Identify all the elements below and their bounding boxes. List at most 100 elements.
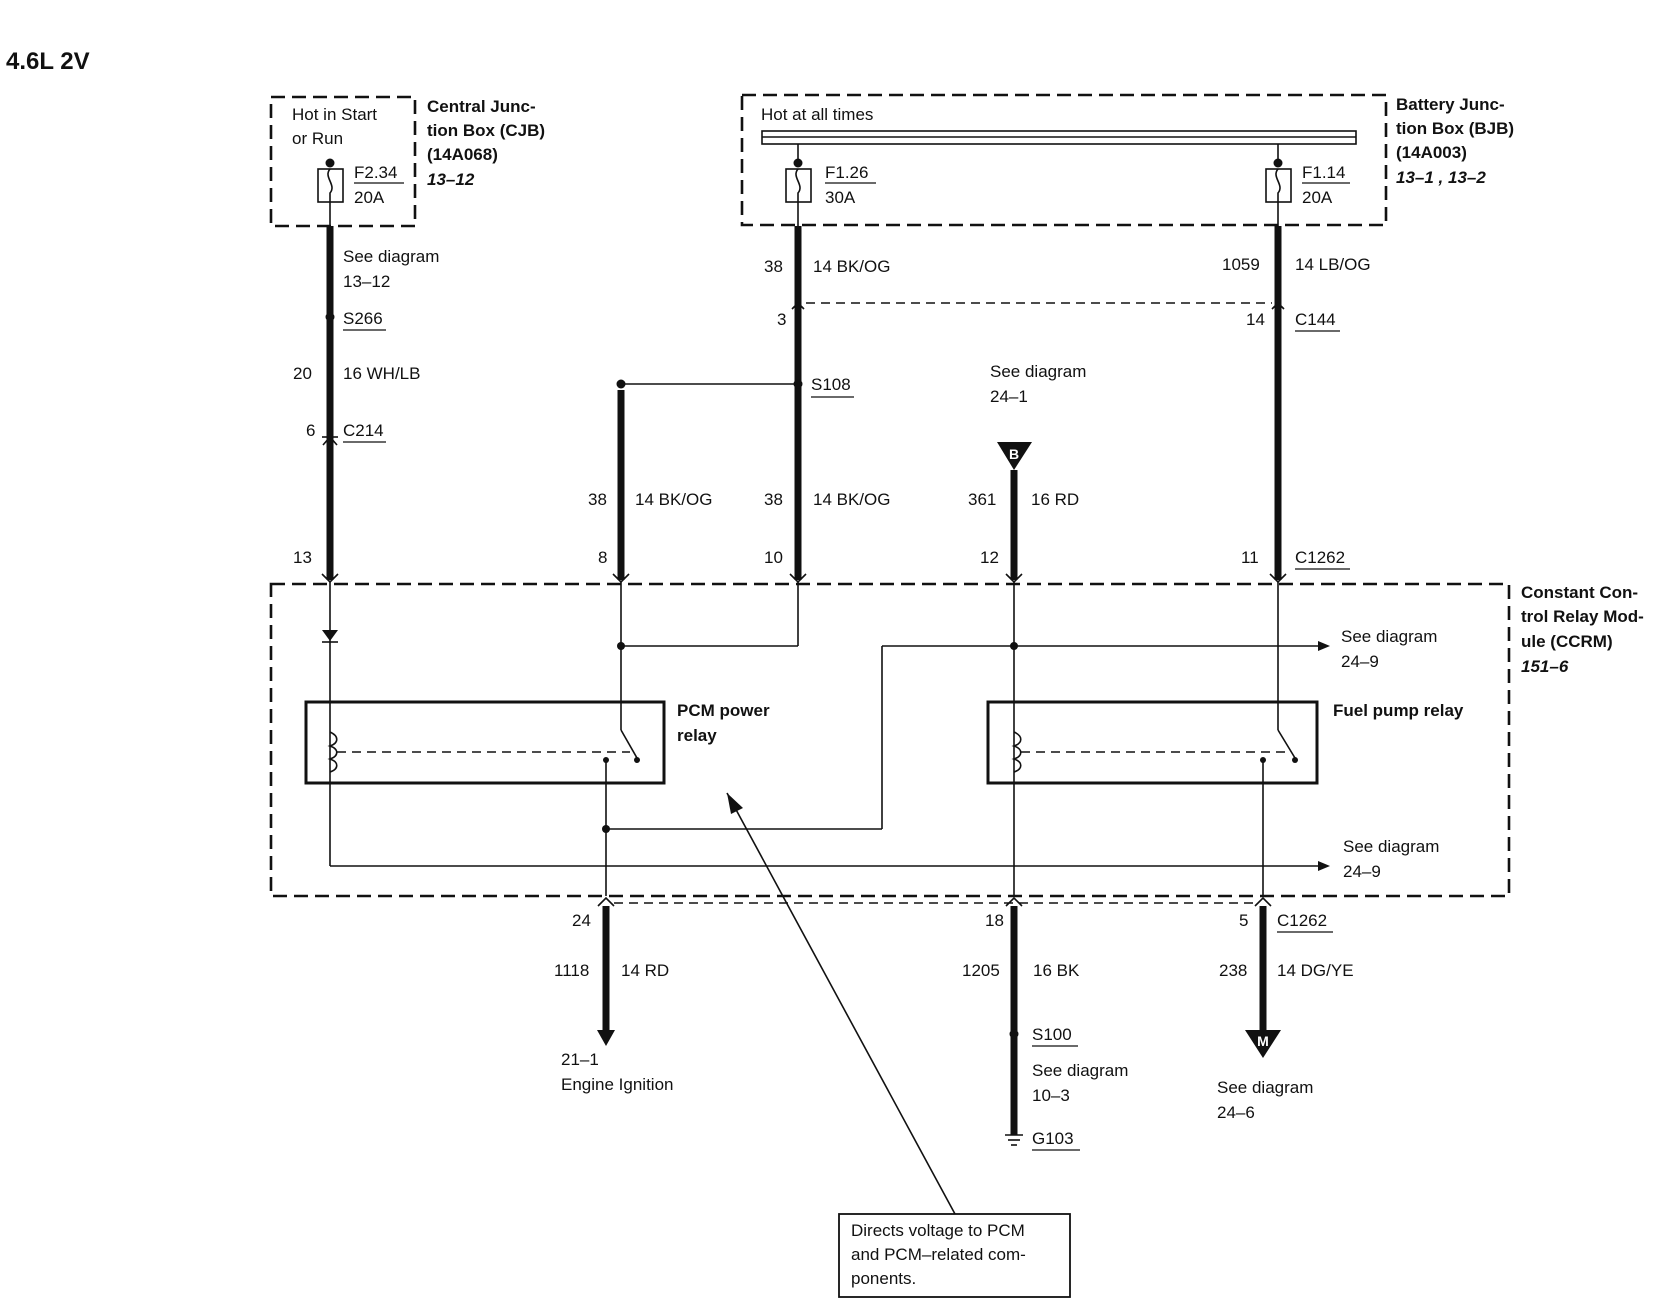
- see-24-9b-2: 24–9: [1343, 862, 1381, 881]
- pcm-relay-switch-icon: [620, 729, 638, 759]
- fuse-f1-14-rating: 20A: [1302, 188, 1333, 207]
- wire-1118-spec: 14 RD: [621, 961, 669, 980]
- see-24-1-2: 24–1: [990, 387, 1028, 406]
- see-24-9a-2: 24–9: [1341, 652, 1379, 671]
- g103-label: G103: [1032, 1129, 1074, 1148]
- see-24-6-1: See diagram: [1217, 1078, 1313, 1097]
- ccrm-ref: 151–6: [1521, 657, 1569, 676]
- s108-label: S108: [811, 375, 851, 394]
- diode-icon: [322, 630, 338, 641]
- pin-13: 13: [293, 548, 312, 567]
- fuse-f1-14-icon: [1265, 144, 1292, 203]
- engine-title: 4.6L 2V: [6, 48, 90, 75]
- pcm-relay-label-1: PCM power: [677, 701, 770, 720]
- c1262-bottom-label: C1262: [1277, 911, 1327, 930]
- engine-ign-2: Engine Ignition: [561, 1075, 673, 1094]
- callout-line-3: ponents.: [851, 1269, 916, 1288]
- fuse-f1-14-id: F1.14: [1302, 163, 1345, 182]
- s266-label: S266: [343, 309, 383, 328]
- fuse-f1-26-icon: [785, 144, 812, 203]
- bjb-box: [740, 93, 1388, 227]
- bjb-ref: 13–1 , 13–2: [1396, 168, 1486, 187]
- wire-1118-circuit: 1118: [554, 961, 589, 980]
- bjb-name-2: tion Box (BJB): [1396, 119, 1514, 138]
- splice-s266-icon: [325, 312, 335, 322]
- pin-18: 18: [985, 911, 1004, 930]
- fuel-pump-relay-box: [986, 700, 1319, 785]
- fuse-f2-34-rating: 20A: [354, 188, 385, 207]
- cjb-name-2: tion Box (CJB): [427, 121, 545, 140]
- bjb-name-3: (14A003): [1396, 143, 1467, 162]
- wire-1059-spec: 14 LB/OG: [1295, 255, 1371, 274]
- pin-11: 11: [1241, 548, 1259, 567]
- engine-ign-1: 21–1: [561, 1050, 599, 1069]
- splice-s100-icon: [1009, 1029, 1019, 1039]
- bjb-hot-label: Hot at all times: [761, 105, 873, 124]
- ccrm-name-2: trol Relay Mod-: [1521, 607, 1644, 626]
- see-24-9a-1: See diagram: [1341, 627, 1437, 646]
- c214-label: C214: [343, 421, 384, 440]
- callout-box: [838, 1213, 1071, 1298]
- fuel-relay-label: Fuel pump relay: [1333, 701, 1464, 720]
- wire-238-spec: 14 DG/YE: [1277, 961, 1354, 980]
- wire-361-circuit: 361: [968, 490, 996, 509]
- callout-leader: [726, 792, 956, 1215]
- wire-1059-circuit: 1059: [1222, 255, 1260, 274]
- see-13-12-1: See diagram: [343, 247, 439, 266]
- callout-line-2: and PCM–related com-: [851, 1245, 1026, 1264]
- wire-38c-spec: 14 BK/OG: [813, 490, 890, 509]
- wire-238-circuit: 238: [1219, 961, 1247, 980]
- c1262-top-label: C1262: [1295, 548, 1345, 567]
- cjb-name-1: Central Junc-: [427, 97, 536, 116]
- ccrm-name-3: ule (CCRM): [1521, 632, 1613, 651]
- cjb-hot-label-2: or Run: [292, 129, 343, 148]
- wire-38a-spec: 14 BK/OG: [813, 257, 890, 276]
- s100-label: S100: [1032, 1025, 1072, 1044]
- pin-5: 5: [1239, 911, 1248, 930]
- pin-8: 8: [598, 548, 607, 567]
- pin-14: 14: [1246, 310, 1265, 329]
- cjb-name-3: (14A068): [427, 145, 498, 164]
- wire-1205-circuit: 1205: [962, 961, 1000, 980]
- pin-10: 10: [764, 548, 783, 567]
- c144-label: C144: [1295, 310, 1336, 329]
- wire-20-spec: 16 WH/LB: [343, 364, 420, 383]
- pin-12: 12: [980, 548, 999, 567]
- cjb-box: [269, 95, 417, 228]
- pcm-relay-label-2: relay: [677, 726, 717, 745]
- bjb-name-1: Battery Junc-: [1396, 95, 1505, 114]
- see-24-6-2: 24–6: [1217, 1103, 1255, 1122]
- ccrm-name-1: Constant Con-: [1521, 583, 1638, 602]
- fuse-f2-34-icon: [317, 158, 344, 203]
- wire-38c-circuit: 38: [764, 490, 783, 509]
- wire-38b-circuit: 38: [588, 490, 607, 509]
- fuse-f2-34-id: F2.34: [354, 163, 397, 182]
- ccrm-box: [269, 582, 1511, 898]
- flag-m-label: M: [1257, 1033, 1269, 1049]
- see-10-3-2: 10–3: [1032, 1086, 1070, 1105]
- flag-m-icon: [1245, 1030, 1281, 1058]
- pin-3: 3: [777, 310, 786, 329]
- wire-361-spec: 16 RD: [1031, 490, 1079, 509]
- see-13-12-2: 13–12: [343, 272, 390, 291]
- cjb-hot-label-1: Hot in Start: [292, 105, 377, 124]
- fuel-relay-coil-icon: [1011, 731, 1022, 773]
- fuse-f1-26-rating: 30A: [825, 188, 856, 207]
- flag-b-icon: [997, 442, 1032, 470]
- see-24-9b-1: See diagram: [1343, 837, 1439, 856]
- fuse-f1-26-id: F1.26: [825, 163, 868, 182]
- pin-6: 6: [306, 421, 315, 440]
- pcm-relay-coil-icon: [327, 731, 338, 773]
- flag-b-label: B: [1009, 446, 1019, 462]
- see-10-3-1: See diagram: [1032, 1061, 1128, 1080]
- cjb-ref: 13–12: [427, 170, 475, 189]
- see-24-1-1: See diagram: [990, 362, 1086, 381]
- pcm-power-relay-box: [304, 700, 666, 785]
- wire-38a-circuit: 38: [764, 257, 783, 276]
- callout-line-1: Directs voltage to PCM: [851, 1221, 1025, 1240]
- wire-20-circuit: 20: [293, 364, 312, 383]
- wire-1205-spec: 16 BK: [1033, 961, 1080, 980]
- wire-38b-spec: 14 BK/OG: [635, 490, 712, 509]
